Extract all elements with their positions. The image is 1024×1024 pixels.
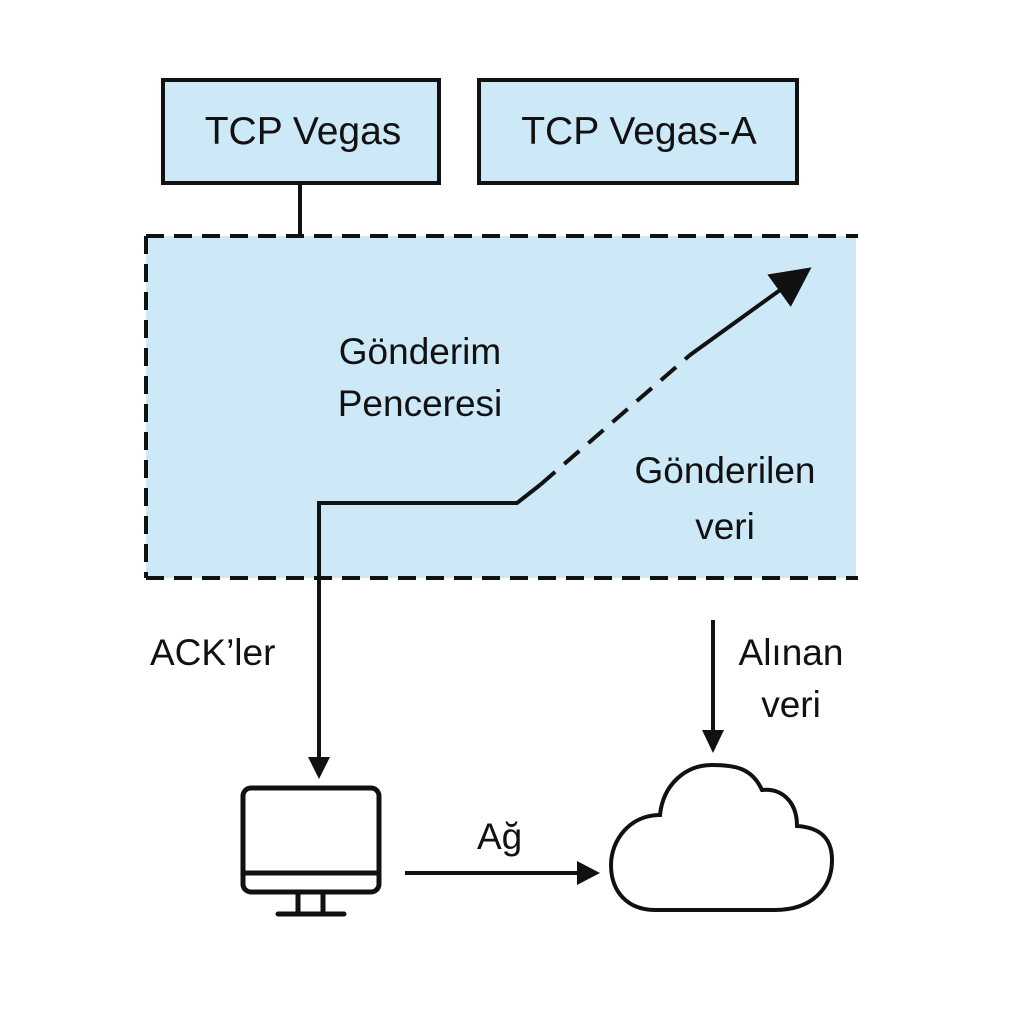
ack-arrowhead bbox=[308, 757, 330, 779]
ack-path-solid bbox=[317, 483, 542, 760]
network-arrowhead bbox=[577, 861, 600, 885]
send-window-label-line1: Gönderim bbox=[338, 331, 502, 372]
received-data-label: Alınan veri bbox=[725, 627, 857, 731]
received-data-arrowhead bbox=[702, 730, 724, 753]
tcp-vegas-label: TCP Vegas bbox=[204, 110, 402, 153]
tcp-vegas-box bbox=[161, 78, 441, 185]
sent-data-arrow bbox=[688, 267, 812, 357]
sent-data-label-line2: veri bbox=[695, 506, 755, 547]
sent-data-path-dashed bbox=[538, 353, 692, 487]
network-label: Ağ bbox=[477, 816, 523, 857]
send-window-label-line2: Penceresi bbox=[337, 383, 503, 424]
send-window-region bbox=[146, 236, 856, 578]
sent-data-label-line1: Gönderilen bbox=[634, 450, 816, 491]
received-data-label-line2: veri bbox=[761, 684, 821, 725]
computer-monitor-icon bbox=[240, 785, 382, 917]
sent-data-label: Gönderilen veri bbox=[605, 443, 845, 555]
tcp-vegas-a-box bbox=[477, 78, 799, 185]
cloud-icon bbox=[608, 762, 835, 912]
received-data-label-line1: Alınan bbox=[738, 632, 844, 673]
acks-label: ACK’ler bbox=[150, 632, 276, 673]
send-window-label: Gönderim Penceresi bbox=[300, 326, 540, 430]
tcp-vegas-a-label: TCP Vegas-A bbox=[521, 110, 757, 153]
